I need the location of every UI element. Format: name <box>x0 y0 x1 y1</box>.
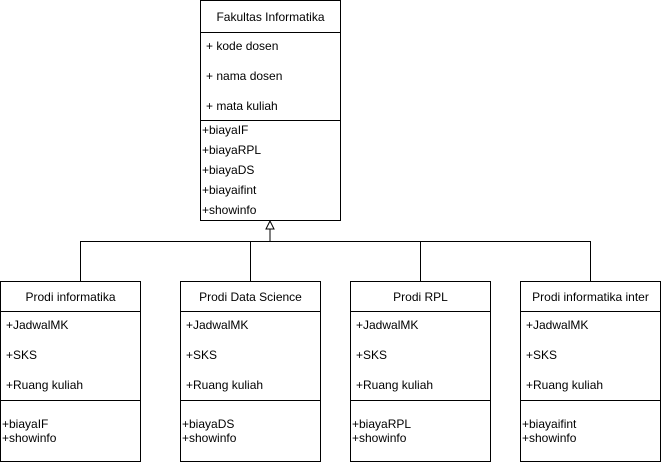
class-prodi-informatika-inter[interactable]: Prodi informatika inter +JadwalMK +SKS +… <box>520 281 661 462</box>
class-name: Prodi informatika inter <box>521 282 660 312</box>
method: +showinfo <box>522 431 577 445</box>
attribute: +SKS <box>186 348 218 362</box>
attribute: +Ruang kuliah <box>6 378 84 392</box>
method: +showinfo <box>2 431 57 445</box>
generalization-arrow-icon <box>265 219 275 230</box>
attribute: +JadwalMK <box>186 318 249 332</box>
attribute: +SKS <box>6 348 38 362</box>
method: +biayaIF <box>202 123 249 137</box>
method: +biayaifint <box>202 183 257 197</box>
attribute: +SKS <box>356 348 388 362</box>
attribute: +Ruang kuliah <box>526 378 604 392</box>
method: +biayaifint <box>522 417 577 431</box>
method: +biayaDS <box>182 417 235 431</box>
class-name: Prodi RPL <box>351 282 490 312</box>
class-prodi-informatika[interactable]: Prodi informatika +JadwalMK +SKS +Ruang … <box>0 281 141 462</box>
separator <box>351 400 490 401</box>
attribute: +Ruang kuliah <box>356 378 434 392</box>
method: +biayaRPL <box>352 417 412 431</box>
separator <box>521 400 660 401</box>
method: +showinfo <box>352 431 407 445</box>
separator <box>201 120 340 121</box>
class-name: Prodi Data Science <box>181 282 320 312</box>
method: +biayaRPL <box>202 143 262 157</box>
class-fakultas-informatika[interactable]: Fakultas Informatika + kode dosen + nama… <box>200 0 341 221</box>
attribute: +JadwalMK <box>526 318 589 332</box>
method: +showinfo <box>182 431 237 445</box>
attribute: + nama dosen <box>206 69 283 83</box>
attribute: + kode dosen <box>206 39 279 53</box>
class-name: Fakultas Informatika <box>201 1 340 33</box>
method: +biayaIF <box>2 417 49 431</box>
method: +biayaDS <box>202 163 255 177</box>
attribute: +SKS <box>526 348 558 362</box>
attribute: + mata kuliah <box>206 99 278 113</box>
method: +showinfo <box>202 203 257 217</box>
attribute: +JadwalMK <box>356 318 419 332</box>
separator <box>1 400 140 401</box>
class-prodi-rpl[interactable]: Prodi RPL +JadwalMK +SKS +Ruang kuliah +… <box>350 281 491 462</box>
class-prodi-data-science[interactable]: Prodi Data Science +JadwalMK +SKS +Ruang… <box>180 281 321 462</box>
attribute: +JadwalMK <box>6 318 69 332</box>
class-name: Prodi informatika <box>1 282 140 312</box>
attribute: +Ruang kuliah <box>186 378 264 392</box>
separator <box>181 400 320 401</box>
